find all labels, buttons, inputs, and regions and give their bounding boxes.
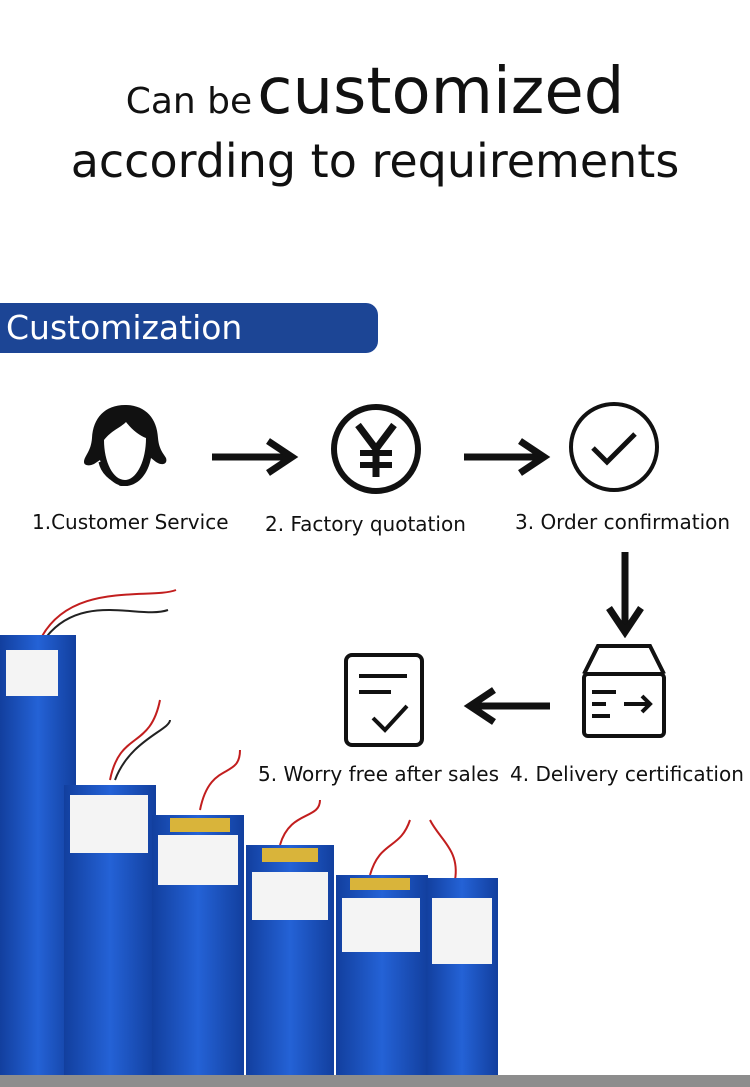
yen-icon: [331, 404, 421, 494]
headline-emphasis: customized: [257, 55, 625, 129]
step-5-label: 5. Worry free after sales: [258, 762, 499, 786]
document-check-icon: [344, 653, 424, 747]
footer-bar: [0, 1075, 750, 1087]
arrow-right-icon: [212, 438, 299, 476]
arrow-down-icon: [606, 552, 644, 638]
checkmark-circle-icon: [569, 402, 659, 492]
arrow-left-icon: [463, 687, 550, 725]
step-2-label: 2. Factory quotation: [265, 512, 466, 536]
customer-service-icon: [84, 405, 167, 486]
step-4-label: 4. Delivery certification: [510, 762, 744, 786]
step-1-label: 1.Customer Service: [32, 510, 229, 534]
step-3-label: 3. Order confirmation: [515, 510, 731, 534]
headline-prefix: Can be: [125, 81, 253, 122]
headline-line-2: according to requirements: [70, 134, 680, 188]
section-banner: Customization process: [0, 303, 378, 397]
battery-packs-illustration: [0, 589, 498, 1075]
delivery-box-icon: [582, 644, 666, 738]
headline-line-1: Can be customized: [0, 60, 750, 132]
headline: Can be customized according to requireme…: [0, 60, 750, 184]
arrow-right-icon: [464, 438, 551, 476]
